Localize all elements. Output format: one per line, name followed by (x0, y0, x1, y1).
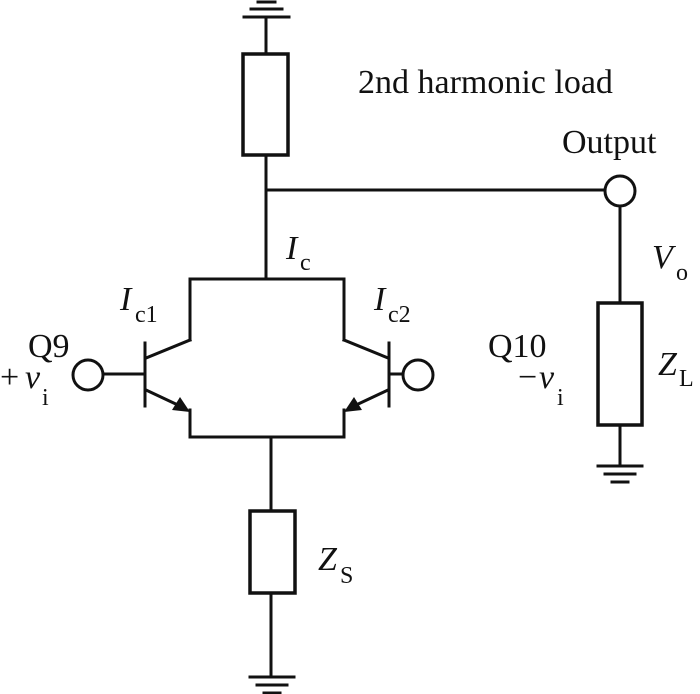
svg-text:c: c (300, 250, 311, 276)
q9-transistor (102, 338, 192, 439)
svg-text:c1: c1 (135, 302, 158, 328)
svg-text:c2: c2 (388, 302, 411, 328)
source-ground-icon (248, 675, 296, 694)
ic-label: I c (285, 230, 311, 276)
q9-emitter-arrow-icon (172, 397, 190, 412)
zl-impedance (596, 301, 644, 427)
load-ground-icon (596, 464, 644, 484)
svg-text:I: I (119, 281, 133, 318)
svg-text:o: o (676, 260, 688, 286)
q9-label: Q9 (28, 328, 70, 365)
zl-label: Z L (658, 346, 694, 392)
output-label: Output (562, 124, 657, 161)
svg-text:L: L (679, 366, 694, 392)
svg-text:i: i (557, 385, 564, 411)
q10-input-label: − v i (518, 359, 564, 411)
top-ground-icon (242, 0, 291, 55)
vo-label: V o (652, 239, 688, 286)
output-terminal (603, 174, 637, 208)
q10-emitter-arrow-icon (344, 397, 362, 412)
svg-text:V: V (652, 239, 677, 276)
q10-label: Q10 (488, 328, 547, 365)
svg-text:i: i (42, 385, 49, 411)
svg-text:v: v (539, 359, 555, 396)
ic2-label: I c2 (373, 281, 411, 328)
svg-text:v: v (25, 359, 41, 396)
q9-input-terminal (71, 358, 105, 392)
svg-text:Z: Z (658, 346, 678, 383)
svg-text:+: + (0, 359, 19, 396)
ic1-label: I c1 (119, 281, 158, 328)
svg-text:I: I (285, 230, 299, 267)
q10-input-terminal (401, 358, 435, 392)
q10-transistor (342, 338, 405, 439)
zs-impedance (248, 509, 297, 595)
harmonic-load-resistor (241, 52, 290, 157)
svg-text:I: I (373, 281, 387, 318)
svg-text:S: S (340, 563, 353, 589)
q9-input-label: + v i (0, 359, 49, 411)
collector-rail (188, 277, 346, 342)
svg-text:−: − (518, 359, 537, 396)
svg-text:Z: Z (318, 541, 338, 578)
harmonic-load-label: 2nd harmonic load (358, 64, 613, 101)
zs-label: Z S (318, 541, 353, 589)
